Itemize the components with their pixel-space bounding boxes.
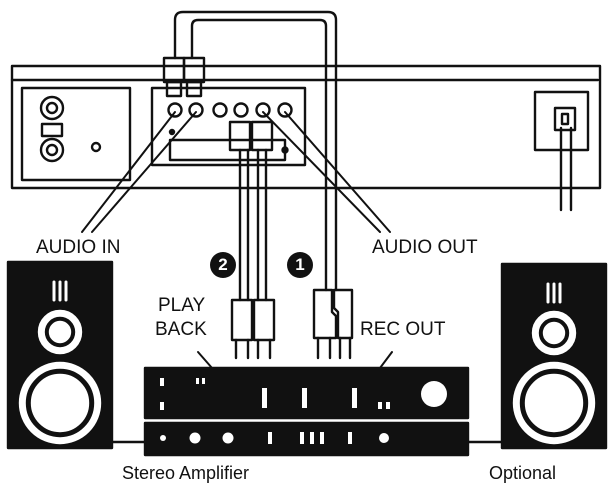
play-back-label-line1: PLAY (158, 295, 206, 316)
rec-out-label: REC OUT (360, 319, 446, 340)
audio-out-plug-left (228, 120, 252, 152)
center-connector-slot (168, 138, 287, 162)
cable-1-loop (162, 10, 354, 360)
left-switch (40, 122, 64, 138)
right-tweeter-dome (542, 321, 566, 345)
audio-out-jack-left (255, 102, 271, 118)
rec-out-leader (379, 351, 393, 369)
cable-2 (228, 120, 276, 360)
cable-2-wire-left (238, 148, 250, 302)
left-jack-bottom-core (45, 143, 59, 157)
rec-out-plug-left (312, 288, 338, 340)
audio-in-label: AUDIO IN (36, 237, 121, 258)
cable-2-wire-right (256, 148, 268, 302)
amplifier-lower-unit (143, 421, 470, 457)
stereo-amplifier-label: Stereo Amplifier (122, 463, 250, 483)
audio-out-plug-right (250, 120, 274, 152)
amplifier-controls (160, 378, 447, 444)
audio-in-plug-right (182, 56, 206, 84)
left-speaker-badge (52, 280, 68, 302)
audio-in-jack-right (188, 102, 204, 118)
cable-1-wire-outer (173, 10, 338, 292)
play-back-plug-tips (234, 338, 272, 360)
deck-body-outline (10, 64, 602, 190)
audio-out-jack-right (277, 102, 293, 118)
right-woofer-cone (524, 373, 584, 433)
jack-marker (281, 146, 289, 154)
jack-marker (168, 128, 176, 136)
play-back-label-line2: BACK (155, 319, 207, 340)
audio-in-plug-left (162, 56, 186, 84)
cable-2-badge: 2 (210, 252, 236, 278)
left-speaker (6, 260, 114, 450)
audio-out-leader-2 (284, 111, 391, 233)
stereo-amplifier (143, 366, 470, 457)
left-tweeter-dome (48, 320, 72, 344)
right-speaker (500, 262, 608, 450)
audio-in-jack-left (167, 102, 183, 118)
deck-rear-panel (10, 64, 602, 212)
left-jack-module (20, 86, 132, 182)
audio-in-plug-tips (165, 80, 203, 98)
left-jack-top (39, 95, 65, 121)
audio-out-leader-1 (262, 111, 381, 233)
audio-in-leader-2 (91, 111, 197, 233)
cable-1-wire-inner (190, 18, 328, 292)
right-speaker-badge (546, 282, 562, 304)
optional-label: Optional (489, 463, 557, 483)
rec-out-plug-right (332, 288, 354, 340)
left-screw (90, 141, 102, 153)
power-cord (559, 126, 573, 212)
play-back-plug-left (230, 298, 254, 342)
rec-out-plug-tips (316, 336, 352, 360)
center-jack-module (150, 86, 307, 167)
ac-inlet-frame (533, 90, 590, 152)
ac-inlet-pins (560, 112, 570, 126)
play-jack-right (233, 102, 249, 118)
leader-lines (81, 111, 393, 369)
ac-inlet-socket (553, 106, 577, 132)
left-woofer-cone (30, 373, 90, 433)
play-back-plug-right (252, 298, 276, 342)
left-jack-bottom (39, 137, 65, 163)
cable-1-badge: 1 (287, 252, 313, 278)
play-jack-left (212, 102, 228, 118)
audio-in-leader-1 (81, 111, 176, 233)
audio-out-label: AUDIO OUT (372, 237, 478, 258)
left-jack-top-core (45, 101, 59, 115)
play-back-leader (197, 351, 213, 369)
